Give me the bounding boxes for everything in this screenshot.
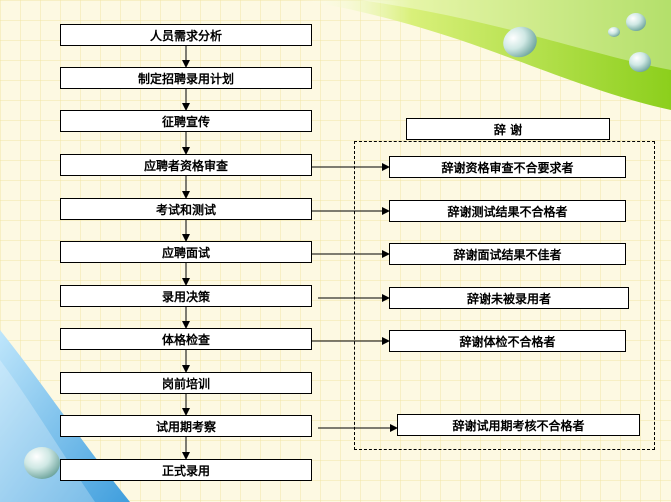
step-box: 人员需求分析 bbox=[60, 24, 312, 46]
step-box: 考试和测试 bbox=[60, 198, 312, 220]
step-box: 岗前培训 bbox=[60, 372, 312, 394]
rejection-frame bbox=[354, 141, 655, 450]
step-box: 体格检查 bbox=[60, 328, 312, 350]
step-box: 录用决策 bbox=[60, 285, 312, 307]
step-box: 应聘面试 bbox=[60, 241, 312, 263]
rejection-box: 辞谢试用期考核不合格者 bbox=[397, 414, 640, 436]
rejection-box: 辞谢资格审查不合要求者 bbox=[389, 156, 626, 178]
rejection-box: 辞谢体检不合格者 bbox=[389, 330, 626, 352]
step-box: 应聘者资格审查 bbox=[60, 154, 312, 176]
step-box: 制定招聘录用计划 bbox=[60, 67, 312, 89]
step-box: 正式录用 bbox=[60, 459, 312, 481]
rejection-box: 辞谢未被录用者 bbox=[389, 287, 629, 309]
rejection-box: 辞谢面试结果不佳者 bbox=[389, 243, 626, 265]
step-box: 试用期考察 bbox=[60, 415, 312, 437]
rejection-box: 辞谢测试结果不合格者 bbox=[389, 200, 626, 222]
rejection-title: 辞 谢 bbox=[406, 118, 610, 140]
step-box: 征聘宣传 bbox=[60, 110, 312, 132]
